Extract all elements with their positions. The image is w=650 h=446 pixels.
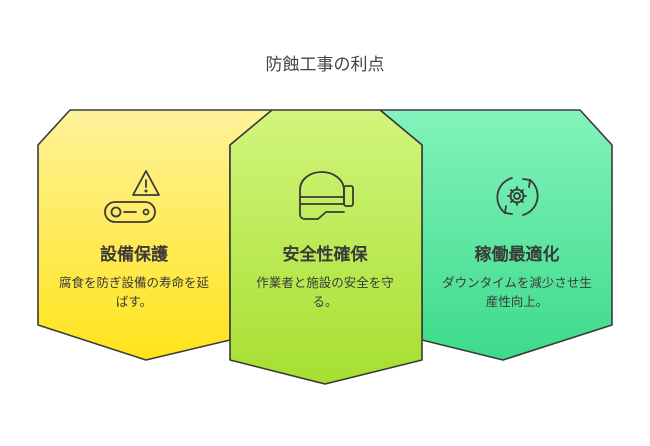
card-heading-1: 設備保護 [100, 245, 168, 265]
card-description-2: 作業者と施設の安全を守る。 [256, 275, 394, 309]
refresh-gear-icon [496, 177, 539, 216]
card-heading-2: 安全性確保 [282, 245, 368, 265]
card-description-1: 腐食を防ぎ設備の寿命を延ばす。 [59, 275, 210, 309]
card-shape-2 [229, 109, 423, 385]
card-heading-3: 稼働最適化 [474, 245, 560, 265]
warning-gear-icon [104, 170, 160, 223]
card-description-3: ダウンタイムを減少させ生産性向上。 [442, 275, 592, 309]
safety-helmet-icon [299, 171, 354, 220]
diagram-title: 防蝕工事の利点 [265, 55, 385, 75]
